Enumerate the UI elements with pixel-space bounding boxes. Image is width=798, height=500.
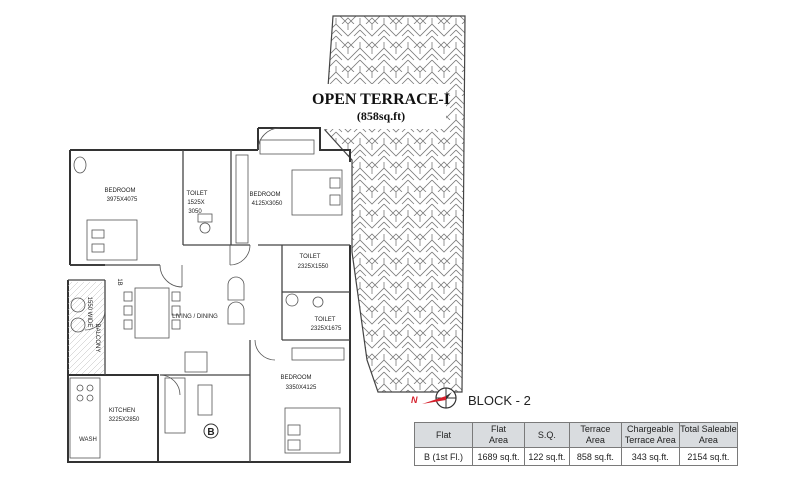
header-total-line1: Total Saleable [680,424,737,434]
terrace-title: OPEN TERRACE-I [312,91,450,108]
toilet1-size-b: 3050 [188,209,202,215]
doors [84,127,281,396]
wash-name: WASH [79,437,97,443]
table-row: B (1st Fl.) 1689 sq.ft. 122 sq.ft. 858 s… [413,447,739,466]
bedroom2-size: 4125X3050 [252,201,283,207]
step-mark: 1B [116,278,122,285]
bedroom1-size: 3975X4075 [107,197,138,203]
terrace-label-box [316,84,446,129]
cell-flat-area: 1689 sq.ft. [472,447,525,466]
header-terrace-area-line1: Terrace [580,424,611,434]
balcony-size: 1550 WIDE [86,297,92,328]
terrace-area: (858sq.ft) [357,109,405,123]
toilet2-name: TOILET [300,254,321,260]
bedroom3-size: 3350X4125 [286,385,317,391]
cell-chargeable-terrace: 343 sq.ft. [620,447,680,466]
toilet3-size: 2325X1675 [311,326,342,332]
compass-icon [422,387,457,409]
cell-total-saleable: 2154 sq.ft. [678,447,739,466]
header-flat-area-line2: Area [488,435,508,445]
kitchen-size: 3225X2850 [109,417,140,423]
header-chargeable-line1: Chargeable [626,424,674,434]
flat-marker-circle [203,423,219,439]
header-sq: S.Q. [523,422,571,448]
open-terrace [324,15,466,393]
header-chargeable-line2: Terrace Area [624,435,676,445]
toilet3-name: TOILET [315,317,336,323]
bedroom3-name: BEDROOM [280,375,311,381]
bedroom1-name: BEDROOM [104,188,135,194]
furniture [69,139,345,459]
balcony-name: BALCONY [94,324,100,353]
flat-marker-letter: B [207,427,214,438]
header-total-line2: Area [698,435,718,445]
cell-terrace-area: 858 sq.ft. [569,447,622,466]
header-flat-area-line1: Flat [490,424,506,434]
bedroom2-name: BEDROOM [249,192,280,198]
kitchen-name: KITCHEN [109,408,135,414]
toilet1-size-a: 1525X [187,200,204,206]
toilet2-size: 2325X1550 [298,264,329,270]
cell-flat: B (1st Fl.) [413,447,474,466]
living-dining-name: LIVING / DINING [172,314,218,320]
block-label: BLOCK - 2 [468,393,531,408]
north-letter: N [411,395,418,405]
toilet1-name: TOILET [187,191,208,197]
interior-walls [68,150,350,462]
cell-sq: 122 sq.ft. [523,447,571,466]
header-terrace-area-line2: Area [585,435,605,445]
balcony-area [68,282,104,374]
header-flat: Flat [413,422,474,448]
